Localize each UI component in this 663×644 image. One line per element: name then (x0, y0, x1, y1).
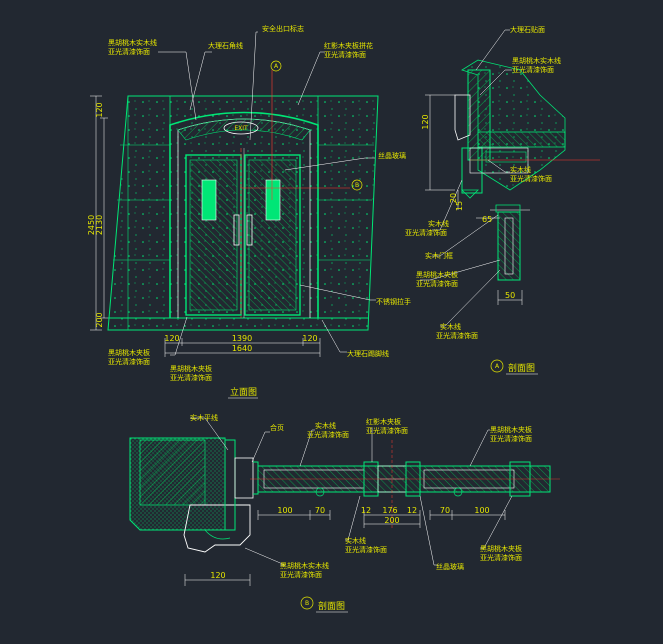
section-b-label-black-walnut-board2: 黑胡桃木夹板 (480, 544, 522, 553)
section-a-dim-height: 120 (421, 114, 430, 129)
elevation-marker-b: B (355, 182, 359, 189)
section-b-label-frosted-glass: 丝晶玻璃 (436, 562, 464, 571)
section-a-dim-d2: 15 (455, 201, 464, 211)
section-b-marker: B (305, 600, 309, 607)
label-marble-skirting: 大理石踢脚线 (347, 349, 389, 358)
section-b-dim-right-100: 100 (474, 506, 489, 515)
dim-width-total: 1640 (232, 344, 252, 353)
section-b-label-black-walnut-board2-finish: 亚光清漆饰面 (480, 553, 522, 562)
section-a-dim-d1: 20 (449, 193, 458, 203)
section-b-label-solid-wood-flat-line: 实木平线 (190, 413, 218, 422)
section-b-label-solid-wood-line2: 实木线 (345, 536, 366, 545)
dim-left: 120 (164, 334, 179, 343)
section-a-label-solid-wood-line: 实木线 (510, 165, 531, 174)
label-black-walnut-line: 黑胡桃木实木线 (108, 38, 157, 47)
label-red-walnut-panel: 红影木夹板拼花 (324, 41, 373, 50)
dim-height-inner: 2130 (95, 215, 104, 235)
section-a-label-black-walnut-board: 黑胡桃木夹板 (416, 270, 458, 279)
section-b-label-black-walnut-board: 黑胡桃木夹板 (490, 425, 532, 434)
handle-left (233, 214, 240, 246)
label-black-walnut-board-finish: 亚光清漆饰面 (108, 357, 150, 366)
dim-height-total: 2450 (87, 215, 96, 235)
exit-sign-text: EXIT (234, 125, 248, 132)
dim-top: 120 (95, 102, 104, 117)
section-b-dim-bottom-120: 120 (210, 571, 225, 580)
glass-panel-right (265, 179, 281, 221)
section-a-label-black-walnut-line: 黑胡桃木实木线 (512, 56, 561, 65)
elevation-view: EXIT A B 黑胡桃木 (87, 24, 411, 399)
section-b-dim-176: 176 (382, 506, 397, 515)
section-b-dim-12b: 12 (407, 506, 417, 515)
section-a-label-solid-wood-line3: 实木线 (440, 322, 461, 331)
section-b-label-solid-wood-line2-finish: 亚光清漆饰面 (345, 545, 387, 554)
section-b-title: 剖面图 (318, 600, 345, 612)
label-black-walnut-line-finish: 亚光清漆饰面 (108, 47, 150, 56)
section-b-dim-left-70: 70 (315, 506, 325, 515)
section-a-door-leaf (497, 211, 521, 281)
section-a-label-solid-wood-frame: 实木门框 (425, 251, 453, 260)
door-leaf-right (244, 154, 301, 316)
marble-wall (107, 95, 379, 331)
section-b-dim-left-100: 100 (277, 506, 292, 515)
section-a-view: 大理石贴面 黑胡桃木实木线 亚光清漆饰面 实木线 亚光清漆饰面 实木线 亚光清漆… (405, 25, 600, 375)
section-a-label-solid-wood-line-finish: 亚光清漆饰面 (510, 174, 552, 183)
handle-right (246, 214, 253, 246)
label-black-walnut-board: 黑胡桃木夹板 (108, 348, 150, 357)
dim-right: 120 (302, 334, 317, 343)
dim-middle: 1390 (232, 334, 252, 343)
section-a-dim-d4: 50 (505, 291, 515, 300)
section-a-dim-d3: 65 (482, 215, 492, 224)
section-b-label-solid-wood-line: 实木线 (315, 421, 336, 430)
label-black-walnut-board2: 黑胡桃木夹板 (170, 364, 212, 373)
section-a-label-solid-wood-line3-finish: 亚光清漆饰面 (436, 331, 478, 340)
elevation-marker-a: A (274, 63, 279, 70)
label-frosted-glass: 丝晶玻璃 (378, 151, 406, 160)
glass-panel-left (201, 179, 217, 221)
label-red-walnut-panel-finish: 亚光清漆饰面 (324, 50, 366, 59)
section-b-label-red-walnut-panel: 红影木夹板 (366, 417, 401, 426)
section-b-label-black-walnut-board-finish: 亚光清漆饰面 (490, 434, 532, 443)
label-stainless-handle: 不锈钢拉手 (376, 297, 411, 306)
arched-door-frame (169, 111, 319, 318)
section-a-marker: A (495, 363, 500, 370)
elevation-title: 立面图 (230, 386, 257, 398)
label-marble-corner: 大理石角线 (208, 41, 243, 50)
section-b-label-red-walnut-panel-finish: 亚光清漆饰面 (366, 426, 408, 435)
section-b-label-solid-wood-line-finish: 亚光清漆饰面 (307, 430, 349, 439)
section-a-label-solid-wood-line2: 实木线 (428, 219, 449, 228)
exit-sign (223, 121, 259, 135)
label-safety-exit-sign: 安全出口标志 (262, 24, 304, 33)
section-a-label-black-walnut-line-finish: 亚光清漆饰面 (512, 65, 554, 74)
section-a-label-solid-wood-line2-finish: 亚光清漆饰面 (405, 228, 447, 237)
section-b-view: 实木平线 合页 实木线 亚光清漆饰面 红影木夹板 亚光清漆饰面 黑胡桃木夹板 亚… (129, 413, 560, 613)
section-a-label-marble-face: 大理石贴面 (510, 25, 545, 34)
section-b-label-black-walnut-line-finish: 亚光清漆饰面 (280, 570, 322, 579)
dim-bottom: 200 (95, 312, 104, 327)
section-a-label-black-walnut-board-finish: 亚光清漆饰面 (416, 279, 458, 288)
section-b-label-hinge: 合页 (270, 423, 284, 432)
section-b-dim-right-70: 70 (440, 506, 450, 515)
section-b-dim-12a: 12 (361, 506, 371, 515)
label-black-walnut-board2-finish: 亚光清漆饰面 (170, 373, 212, 382)
section-b-dim-200: 200 (384, 516, 399, 525)
section-b-label-black-walnut-line: 黑胡桃木实木线 (280, 561, 329, 570)
section-a-title: 剖面图 (508, 362, 535, 374)
